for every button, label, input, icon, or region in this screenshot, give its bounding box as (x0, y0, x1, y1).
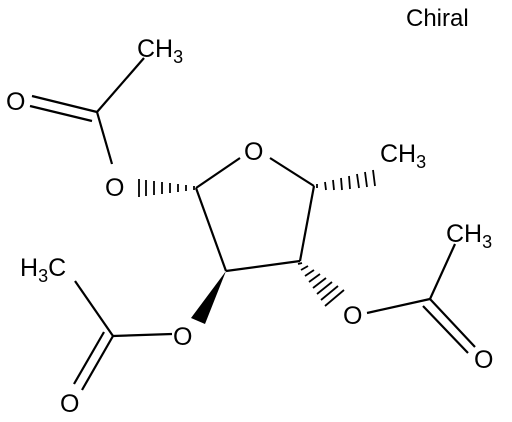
bond-o2-carbonyl2 (112, 332, 173, 338)
bond-carbonyl3-oxygen-b (422, 305, 469, 354)
bond-carbonyl1-oxygen-a (31, 94, 98, 114)
bond-ring-oxygen-c4 (269, 157, 315, 187)
bonds (29, 57, 476, 391)
bond-carbonyl2-oxygen-b (73, 331, 105, 385)
c3-ester-oxygen-label: O (343, 302, 362, 330)
acetyl1-methyl-label: CH3 (137, 35, 183, 67)
bond-o3-carbonyl3 (366, 297, 431, 315)
acetyl1-carbonyl-oxygen-label: O (6, 88, 25, 116)
bond-carbonyl1-methyl (96, 57, 145, 113)
bond-carbonyl2-methyl (74, 280, 114, 337)
solid-wedge-c2-o2 (191, 271, 226, 324)
bond-c3-c2 (225, 259, 301, 273)
acetyl3-carbonyl-oxygen-label: O (474, 346, 493, 374)
bond-carbonyl1-oxygen-b (29, 104, 93, 123)
hashed-wedge-c1-o1 (138, 179, 195, 197)
c1-ester-oxygen-label: O (105, 174, 124, 202)
ring-oxygen-label: O (244, 138, 263, 166)
bond-carbonyl2-oxygen-a (81, 335, 114, 391)
bond-carbonyl3-oxygen-a (429, 298, 476, 348)
hashed-wedge-c4-methyl (316, 169, 376, 191)
hashed-wedge-c3-o3 (297, 262, 345, 307)
bond-carbonyl3-methyl (428, 243, 457, 300)
acetyl3-methyl-label: CH3 (446, 220, 492, 252)
bond-o1-carbonyl1 (95, 111, 114, 165)
chiral-label: Chiral (406, 5, 469, 32)
stereo-bonds (138, 169, 376, 324)
acetyl2-methyl-label: H3C (20, 254, 66, 286)
atom-labels: O O O O O O O CH3 CH3 H3C CH3 (6, 35, 493, 418)
bond-c4-c3 (298, 185, 316, 262)
bond-c2-c1 (194, 187, 228, 272)
acetyl2-carbonyl-oxygen-label: O (60, 390, 79, 418)
c2-ester-oxygen-label: O (173, 323, 192, 351)
bond-c1-ring-oxygen (195, 157, 241, 189)
c4-methyl-label: CH3 (380, 140, 426, 172)
